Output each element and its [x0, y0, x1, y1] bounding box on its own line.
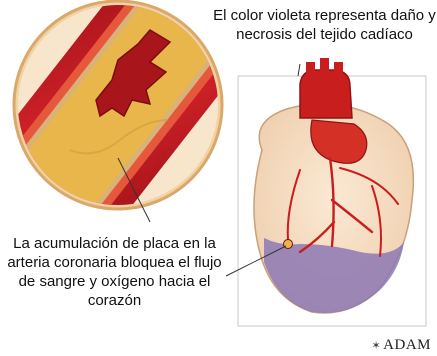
necrosis-area	[264, 238, 404, 314]
coronary-artery-branch	[286, 169, 301, 241]
blood-flow	[95, 29, 172, 118]
brand-name: ADAM	[383, 337, 431, 353]
pointer-line-blockage	[225, 245, 287, 277]
heart-illustration	[237, 58, 427, 327]
aorta-branch-1	[306, 62, 315, 76]
pointer-line-damage	[297, 63, 301, 77]
aorta-branch-2	[320, 58, 329, 74]
artery-magnification	[12, 0, 224, 211]
pointer-line-plaque	[117, 157, 151, 223]
caption-plaque-buildup: La acumulación de placa en la arteria co…	[7, 235, 222, 309]
aortic-arch	[310, 119, 368, 164]
blockage-marker	[283, 239, 293, 249]
coronary-artery-right	[339, 167, 399, 257]
aorta	[299, 69, 353, 119]
adam-star-icon: ✶	[371, 340, 382, 352]
brand-logo: ✶ ADAM	[371, 337, 431, 354]
coronary-artery-left	[298, 156, 374, 254]
plaque-texture	[69, 119, 169, 155]
caption-tissue-damage: El color violeta representa daño y necro…	[213, 7, 436, 43]
aorta-branch-3	[334, 62, 343, 76]
